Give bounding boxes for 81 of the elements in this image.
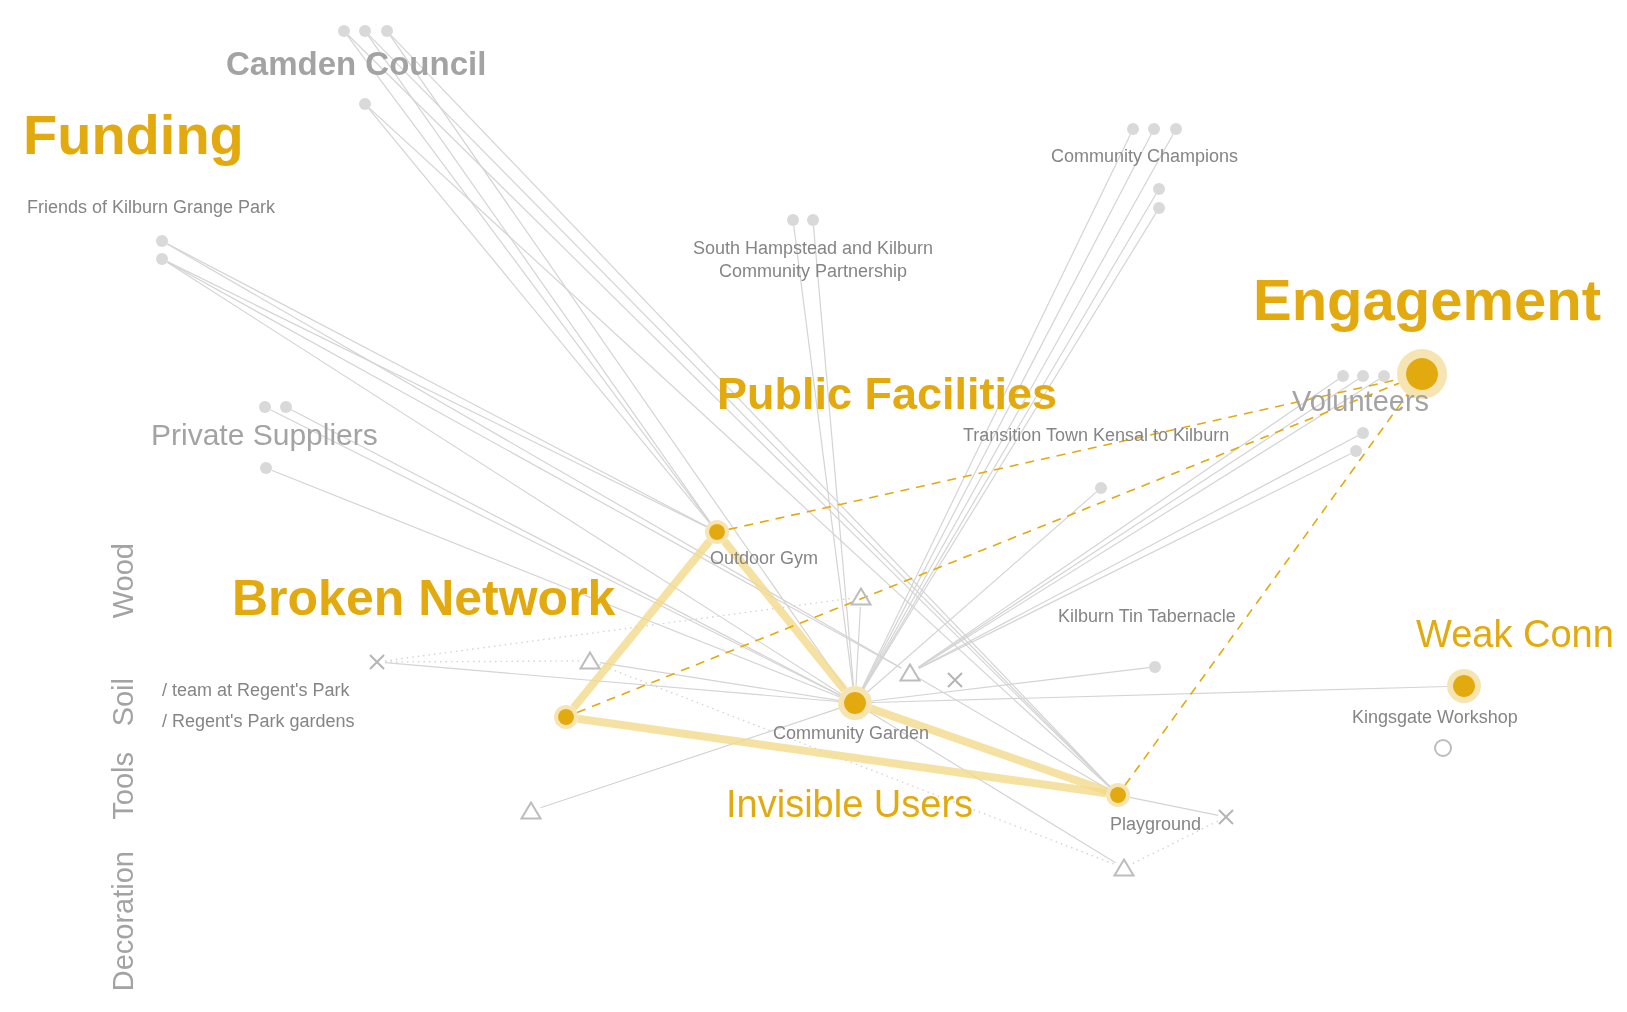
ring-icon [1434,739,1452,757]
dot-icon [280,401,292,413]
dot-icon [156,235,168,247]
dot-icon [787,214,799,226]
triangle-icon [520,801,542,820]
place-label: Kingsgate Workshop [1352,707,1518,728]
dot-icon [1357,427,1369,439]
triangle-icon [899,663,921,682]
group-label: Camden Council [226,45,487,83]
halo-dot-icon [705,520,729,544]
dot-icon [381,25,393,37]
material-label: Tools [108,752,140,820]
dot-icon [1170,123,1182,135]
connector-line [368,108,710,524]
group-label: Friends of Kilburn Grange Park [27,197,276,218]
group-label: Private Suppliers [151,418,378,453]
dot-icon [1149,661,1161,673]
category-heading: Public Facilities [717,368,1058,420]
dot-icon [807,214,819,226]
triangle-icon [1113,858,1135,877]
cross-icon [369,654,385,670]
material-label: Decoration [108,851,140,992]
category-heading: Engagement [1253,267,1602,334]
connector-line [271,469,840,698]
list-item: / Regent's Park gardens [162,711,355,732]
connector-line [868,711,1117,864]
halo-dot-icon [1106,783,1130,807]
highlight-band [570,538,713,711]
dot-icon [1357,370,1369,382]
connector-line [871,667,1150,702]
triangle-icon [579,651,601,670]
highlight-band [577,714,1107,798]
category-heading: Funding [23,103,244,168]
dot-icon [1337,370,1349,382]
dot-icon [359,25,371,37]
group-label: Community Champions [1051,146,1239,167]
dot-icon [1153,202,1165,214]
category-heading: Invisible Users [726,783,974,827]
connector-line [1129,796,1219,816]
dotted-connector [384,597,852,662]
material-label: Wood [108,543,140,619]
halo-dot-icon [838,686,872,720]
dot-icon [1095,482,1107,494]
place-label: Playground [1110,814,1202,835]
dot-icon [338,25,350,37]
connector-line [855,606,861,687]
dot-icon [1153,183,1165,195]
dashed-connector [576,382,1400,714]
halo-dot-icon [554,705,578,729]
triangle-icon [850,587,872,606]
connector-line [599,662,839,701]
connector-line [384,662,839,703]
halo-dot-icon [1447,669,1481,703]
group-label: South Hampstead and Kilburn Community Partnership [691,237,935,284]
material-label: Soil [108,678,140,727]
category-heading: Broken Network [232,570,616,628]
place-label: Community Garden [773,723,930,744]
dot-icon [260,462,272,474]
dot-icon [259,401,271,413]
connector-line [812,225,855,687]
connector-line [871,685,1448,704]
connector-line [539,707,840,809]
place-label: Kilburn Tin Tabernacle [1058,606,1236,627]
dot-icon [1127,123,1139,135]
dashed-connector [1124,393,1409,787]
dot-icon [359,98,371,110]
cross-icon [1218,809,1234,825]
dot-icon [1378,370,1390,382]
dotted-connector [1132,819,1220,865]
connector-line [793,225,854,687]
connector-line [867,491,1098,693]
cross-icon [947,672,963,688]
dot-icon [1350,445,1362,457]
highlight-band [869,704,1108,795]
dot-icon [1148,123,1160,135]
category-heading: Weak Conn [1416,613,1614,657]
dotted-connector [598,663,1116,866]
dot-icon [156,253,168,265]
place-label: Transition Town Kensal to Kilburn [963,425,1230,446]
list-item: / team at Regent's Park [162,680,350,701]
highlight-band [721,538,848,693]
